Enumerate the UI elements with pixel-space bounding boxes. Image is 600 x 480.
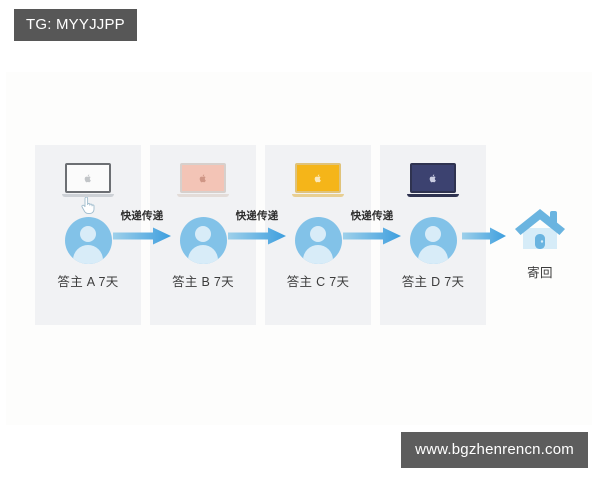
stage-caption-c: 答主 C 7天 <box>286 275 350 289</box>
arrow-a-to-b: 快递传递 <box>113 208 171 252</box>
device-a <box>35 163 141 211</box>
stage-caption-a: 答主 A 7天 <box>57 275 119 289</box>
arrow-b-to-c: 快递传递 <box>228 208 286 252</box>
site-watermark: www.bgzhenrencn.com <box>401 432 588 468</box>
avatar-a <box>35 217 141 264</box>
avatar-body <box>188 245 218 264</box>
avatar-head <box>80 226 96 242</box>
arrow-icon <box>228 227 286 245</box>
laptop-base-space-gray <box>407 194 459 197</box>
destination-caption: 寄回 <box>527 266 553 280</box>
avatar <box>64 217 112 264</box>
laptop-screen-rose-gold <box>180 163 226 193</box>
avatar <box>294 217 342 264</box>
device-d <box>380 163 486 211</box>
avatar-body <box>303 245 333 264</box>
arrow-icon <box>113 227 171 245</box>
apple-logo-icon <box>199 174 206 182</box>
laptop-screen-silver <box>65 163 111 193</box>
house-icon <box>515 209 565 249</box>
arrow-icon <box>343 227 401 245</box>
arrow-label-3: 快递传递 <box>350 210 394 222</box>
arrow-d-to-home <box>462 208 506 252</box>
stage-caption-d: 答主 D 7天 <box>401 275 465 289</box>
avatar-b <box>150 217 256 264</box>
avatar-body <box>418 245 448 264</box>
destination-home: 寄回 <box>508 206 572 281</box>
apple-logo-icon <box>84 174 91 182</box>
laptop-screen-space-gray <box>410 163 456 193</box>
apple-logo-icon <box>314 174 321 182</box>
laptop-base-gold <box>292 194 344 197</box>
arrow-icon <box>462 227 506 245</box>
device-c <box>265 163 371 211</box>
avatar-body <box>73 245 103 264</box>
cursor-hand-icon <box>81 197 95 214</box>
avatar-head <box>195 226 211 242</box>
arrow-label-2: 快递传递 <box>235 210 279 222</box>
avatar-head <box>425 226 441 242</box>
device-b <box>150 163 256 211</box>
avatar-d <box>380 217 486 264</box>
arrow-label-1: 快递传递 <box>120 210 164 222</box>
avatar-c <box>265 217 371 264</box>
laptop-base-rose-gold <box>177 194 229 197</box>
stage-caption-b: 答主 B 7天 <box>172 275 234 289</box>
avatar-head <box>310 226 326 242</box>
avatar <box>179 217 227 264</box>
laptop-base-silver <box>62 194 114 197</box>
arrow-c-to-d: 快递传递 <box>343 208 401 252</box>
laptop-screen-gold <box>295 163 341 193</box>
tg-badge: TG: MYYJJPP <box>14 9 137 41</box>
avatar <box>409 217 457 264</box>
apple-logo-icon <box>429 174 436 182</box>
stage-card-b: 答主 B 7天 <box>150 145 256 325</box>
